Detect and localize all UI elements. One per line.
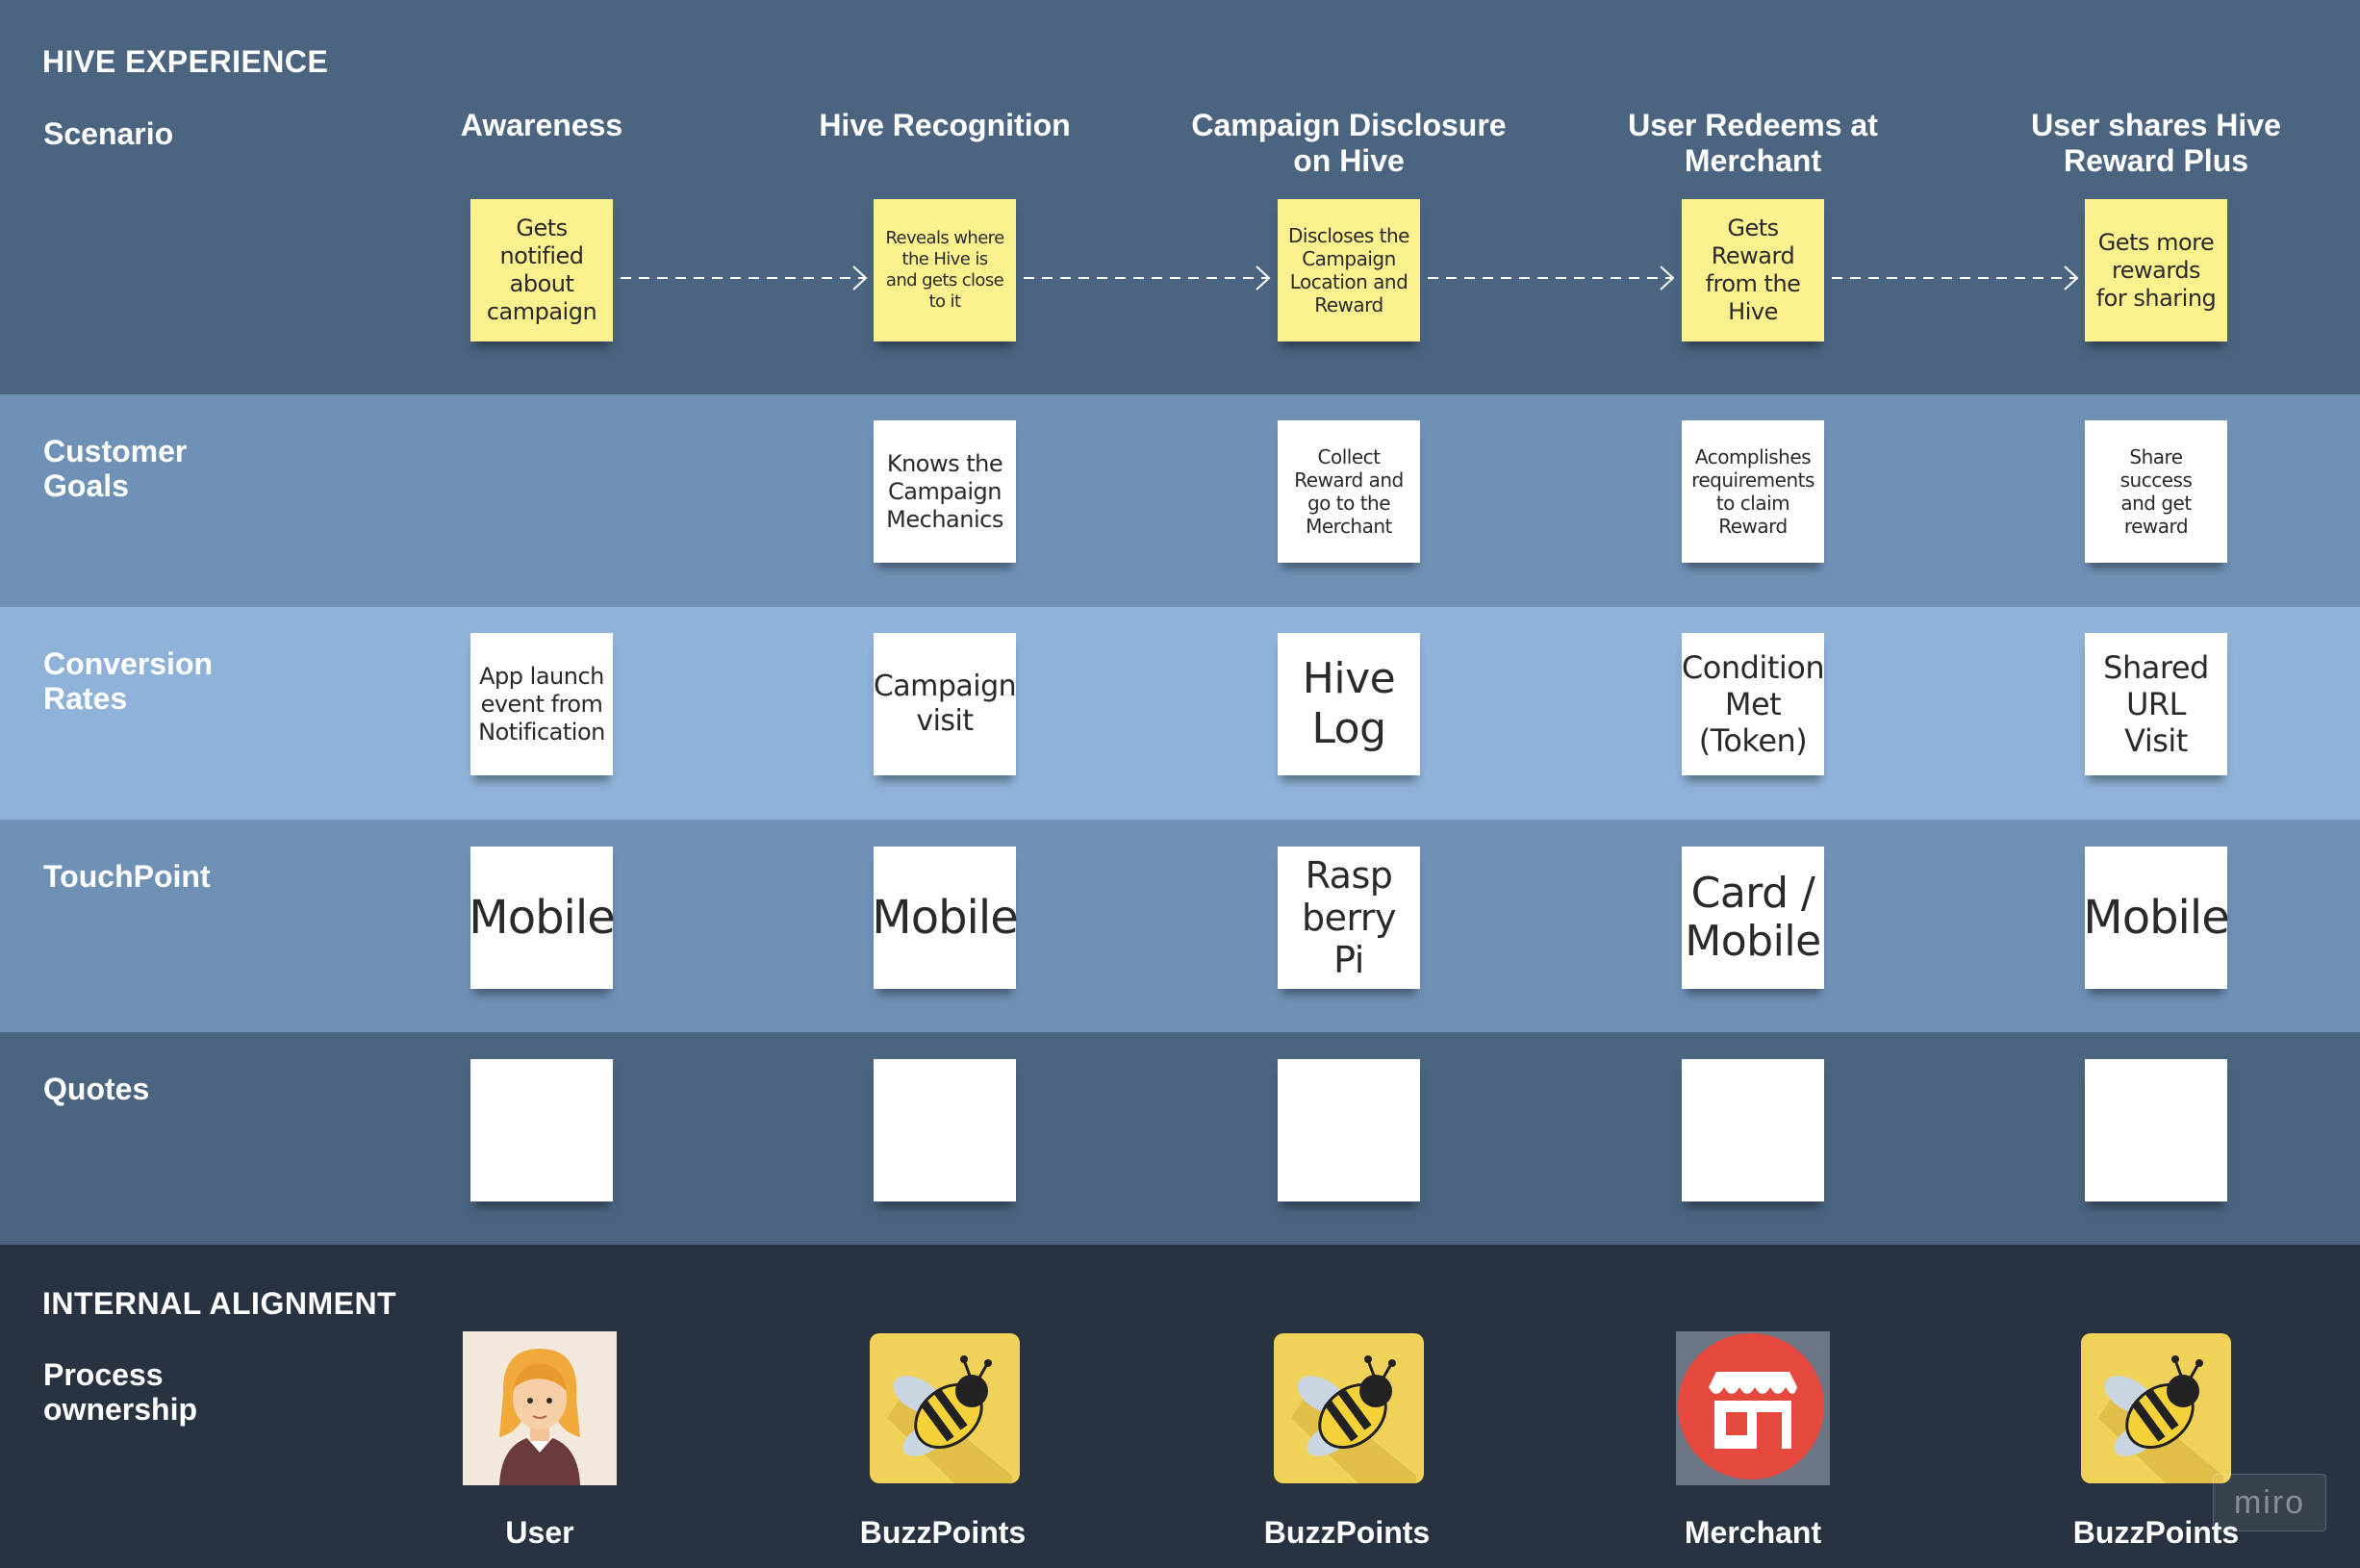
row-label-scenario: Scenario xyxy=(43,116,174,151)
touchpoint-sticky-campaign-disclosure[interactable]: Rasp berry Pi xyxy=(1278,847,1420,989)
bee-icon[interactable] xyxy=(2079,1331,2233,1485)
scenario-sticky-user-redeems[interactable]: Gets Reward from the Hive xyxy=(1682,199,1824,341)
quote-sticky-user-shares[interactable] xyxy=(2085,1059,2227,1201)
conversion-sticky-awareness[interactable]: App launch event from Notification xyxy=(470,633,613,775)
touchpoint-sticky-awareness[interactable]: Mobile xyxy=(469,847,616,989)
goal-sticky-campaign-disclosure[interactable]: Collect Reward and go to the Merchant xyxy=(1278,420,1420,563)
scenario-band xyxy=(0,0,2360,394)
goal-sticky-user-redeems[interactable]: Acomplishes requirements to claim Reward xyxy=(1682,420,1824,563)
storefront-icon[interactable] xyxy=(1676,1331,1830,1485)
miro-watermark: miro xyxy=(2213,1474,2326,1531)
quote-sticky-user-redeems[interactable] xyxy=(1682,1059,1824,1201)
conversion-rates-band xyxy=(0,607,2360,820)
column-header-user-shares: User shares Hive Reward Plus xyxy=(2031,108,2281,178)
column-header-campaign-disclosure: Campaign Disclosure on Hive xyxy=(1191,108,1507,178)
bee-icon[interactable] xyxy=(868,1331,1022,1485)
owner-label-merchant: Merchant xyxy=(1684,1515,1822,1550)
flow-arrow-3-head xyxy=(1660,266,1675,291)
quote-sticky-campaign-disclosure[interactable] xyxy=(1278,1059,1420,1201)
scenario-sticky-awareness[interactable]: Gets notified about campaign xyxy=(470,199,613,341)
bee-icon[interactable] xyxy=(1272,1331,1426,1485)
scenario-flow-arrows xyxy=(621,266,2079,291)
section-heading-internal-alignment: INTERNAL ALIGNMENT xyxy=(42,1286,397,1321)
section-heading-hive-experience: HIVE EXPERIENCE xyxy=(42,44,329,79)
internal-alignment-band xyxy=(0,1245,2360,1568)
scenario-sticky-user-shares[interactable]: Gets more rewards for sharing xyxy=(2085,199,2227,341)
owner-label-user: User xyxy=(505,1515,574,1550)
owner-label-buzzpoints: BuzzPoints xyxy=(859,1515,1027,1550)
customer-goals-band xyxy=(0,394,2360,607)
goal-sticky-hive-recognition[interactable]: Knows the Campaign Mechanics xyxy=(874,420,1016,563)
conversion-sticky-campaign-disclosure[interactable]: Hive Log xyxy=(1278,633,1420,775)
row-label-conversion-rates: Conversion Rates xyxy=(43,646,214,716)
conversion-sticky-hive-recognition[interactable]: Campaign visit xyxy=(874,633,1017,775)
conversion-sticky-user-redeems[interactable]: Condition Met (Token) xyxy=(1682,633,1825,775)
quote-sticky-awareness[interactable] xyxy=(470,1059,613,1201)
touchpoint-sticky-user-shares[interactable]: Mobile xyxy=(2083,847,2230,989)
row-label-process-ownership: Process ownership xyxy=(43,1357,198,1427)
owner-label-buzzpoints: BuzzPoints xyxy=(1263,1515,1431,1550)
quote-sticky-hive-recognition[interactable] xyxy=(874,1059,1016,1201)
conversion-sticky-user-shares[interactable]: Shared URL Visit xyxy=(2085,633,2227,775)
flow-arrow-4-head xyxy=(2064,266,2079,291)
column-header-hive-recognition: Hive Recognition xyxy=(819,108,1071,142)
owner-label-buzzpoints: BuzzPoints xyxy=(2072,1515,2240,1550)
row-label-customer-goals: Customer Goals xyxy=(43,434,188,503)
touchpoint-sticky-hive-recognition[interactable]: Mobile xyxy=(872,847,1019,989)
column-header-awareness: Awareness xyxy=(460,108,623,142)
row-label-touchpoint: TouchPoint xyxy=(43,859,211,894)
touchpoint-band xyxy=(0,820,2360,1032)
row-label-quotes: Quotes xyxy=(43,1072,150,1106)
goal-sticky-user-shares[interactable]: Share success and get reward xyxy=(2085,420,2227,563)
scenario-sticky-hive-recognition[interactable]: Reveals where the Hive is and gets close… xyxy=(874,199,1016,341)
flow-arrow-1-head xyxy=(852,266,868,291)
scenario-sticky-campaign-disclosure[interactable]: Discloses the Campaign Location and Rewa… xyxy=(1278,199,1420,341)
quotes-band xyxy=(0,1032,2360,1245)
touchpoint-sticky-user-redeems[interactable]: Card / Mobile xyxy=(1682,847,1824,989)
user-avatar-icon[interactable] xyxy=(463,1331,617,1485)
flow-arrow-2-head xyxy=(1256,266,1271,291)
column-header-user-redeems: User Redeems at Merchant xyxy=(1628,108,1878,178)
